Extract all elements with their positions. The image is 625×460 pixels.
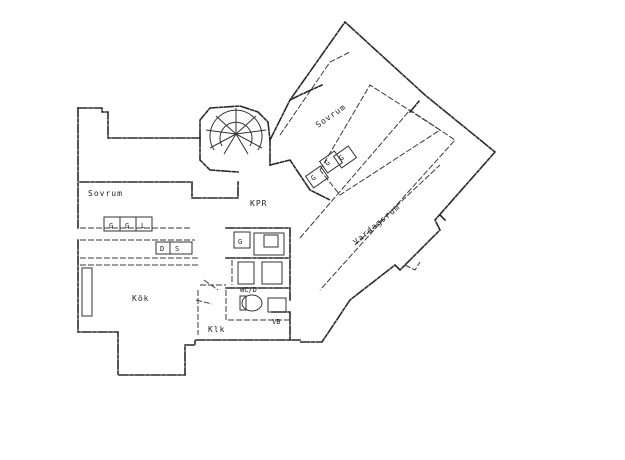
room-label-vb: VB	[272, 318, 280, 326]
kitchen-counters	[81, 216, 219, 317]
fixture-d: D	[160, 245, 164, 253]
bathroom-walls	[225, 227, 291, 341]
room-label-klk: Klk	[208, 325, 225, 334]
fixture-ggl-g1: G	[310, 174, 318, 183]
right-wing-walls	[268, 20, 497, 343]
room-label-kpr: KPR	[250, 199, 267, 208]
fixture-g1: G	[109, 222, 113, 230]
room-label-kok: Kök	[132, 294, 149, 303]
fixture-box-g: G	[238, 238, 242, 246]
room-label-vardagsrum: Vardagsrum	[352, 202, 402, 246]
fixture-l: L	[141, 222, 145, 230]
fixture-wall-g1: G	[324, 159, 332, 168]
room-label-sovrum: Sovrum	[88, 189, 123, 198]
room-label-sovrum-right: Sovrum	[314, 102, 348, 129]
room-label-wc-d: WC/D	[240, 286, 257, 294]
fixture-s: S	[175, 245, 179, 253]
spiral-staircase	[199, 105, 271, 173]
fixture-wall-g2: G	[338, 154, 346, 163]
wardrobe-units	[304, 145, 358, 189]
left-wing-walls	[77, 107, 301, 376]
fixture-g2: G	[125, 222, 129, 230]
